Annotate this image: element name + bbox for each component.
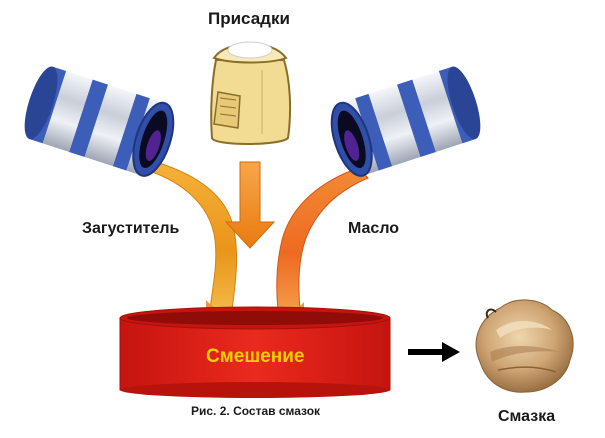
oil-label: Масло <box>348 220 400 237</box>
grease-label: Смазка <box>498 408 556 425</box>
mixing-vessel-icon <box>119 306 391 398</box>
additives-label: Присадки <box>208 9 290 28</box>
down-arrow-icon <box>224 161 276 249</box>
right-barrel-icon <box>330 66 481 177</box>
right-arrow-icon <box>408 342 460 362</box>
grease-blob-icon <box>475 299 574 393</box>
thickener-label: Загуститель <box>82 220 180 237</box>
mixing-label: Смешение <box>206 346 305 367</box>
additives-sack-icon <box>210 41 292 145</box>
figure-caption: Рис. 2. Состав смазок <box>191 404 321 418</box>
left-barrel-icon <box>24 66 175 177</box>
oil-stream <box>276 167 369 311</box>
